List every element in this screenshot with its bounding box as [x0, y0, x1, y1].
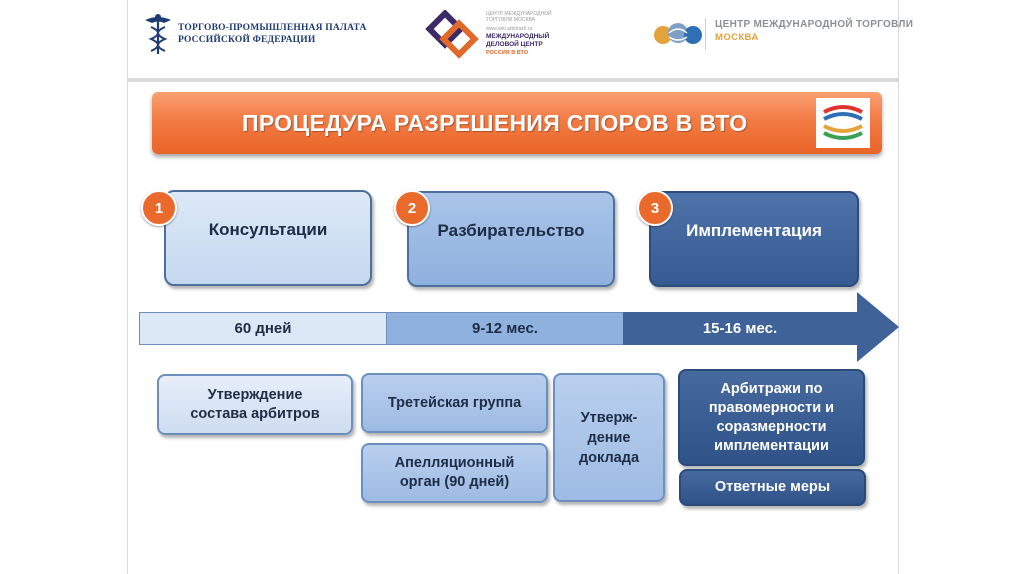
- wto-logo: [816, 98, 870, 148]
- interlocked-squares-icon: [425, 10, 479, 59]
- mdc-small-line-1: ЦЕНТР МЕЖДУНАРОДНОЙ: [486, 11, 552, 17]
- box-countermeasures: Ответные меры: [679, 469, 866, 506]
- box-line: дение: [587, 429, 631, 446]
- box-line: орган (90 дней): [399, 474, 510, 490]
- mdc-small-text: ЦЕНТР МЕЖДУНАРОДНОЙ ТОРГОВЛИ МОСКВА: [486, 11, 552, 23]
- step-number-badge: 2: [394, 190, 430, 226]
- cmt-logo: ЦЕНТР МЕЖДУНАРОДНОЙ ТОРГОВЛИ МОСКВА: [653, 14, 913, 54]
- cmt-title: ЦЕНТР МЕЖДУНАРОДНОЙ ТОРГОВЛИ: [715, 19, 914, 30]
- box-arbitrator-approval: Утверждение состава арбитров: [157, 374, 353, 435]
- box-line: Ответные меры: [714, 479, 831, 495]
- mdc-small-line-2: ТОРГОВЛИ МОСКВА: [486, 17, 535, 23]
- cmt-divider: [705, 18, 706, 50]
- stage-implementation: Имплементация: [649, 191, 859, 287]
- box-line: состава арбитров: [190, 405, 320, 422]
- stage-label: Имплементация: [686, 221, 822, 240]
- box-appellate-body: Апелляционный орган (90 дней): [361, 443, 548, 503]
- stage-label: Разбирательство: [437, 221, 585, 240]
- title-bar: ПРОЦЕДУРА РАЗРЕШЕНИЯ СПОРОВ В ВТО: [152, 92, 882, 154]
- slide: ТОРГОВО-ПРОМЫШЛЕННАЯ ПАЛАТА РОССИЙСКОЙ Ф…: [127, 0, 913, 574]
- tpp-name: ТОРГОВО-ПРОМЫШЛЕННАЯ ПАЛАТА РОССИЙСКОЙ Ф…: [178, 22, 367, 46]
- tpp-line-1: ТОРГОВО-ПРОМЫШЛЕННАЯ ПАЛАТА: [178, 23, 367, 33]
- step-number-badge: 3: [637, 190, 673, 226]
- box-line: имплементации: [714, 437, 829, 454]
- box-line: Третейская группа: [387, 394, 522, 411]
- mdc-logo: ЦЕНТР МЕЖДУНАРОДНОЙ ТОРГОВЛИ МОСКВА www.…: [424, 8, 564, 64]
- caduceus-icon: [145, 14, 171, 54]
- timeline-segment: 15-16 мес.: [623, 312, 857, 345]
- timeline-segment: 60 дней: [139, 312, 387, 345]
- timeline-arrow: 60 дней 9-12 мес. 15-16 мес.: [139, 292, 899, 362]
- box-line: Апелляционный: [394, 455, 515, 471]
- stage-label: Консультации: [208, 220, 328, 239]
- stage-proceedings: Разбирательство: [407, 191, 615, 287]
- tpp-line-2: РОССИЙСКОЙ ФЕДЕРАЦИИ: [178, 35, 316, 45]
- arrow-head-icon: [857, 292, 899, 362]
- mdc-sub-text: РОССИЯ В ВТО: [486, 50, 529, 56]
- box-line: Утверждение: [207, 386, 303, 403]
- box-line: правомерности и: [708, 399, 835, 416]
- tpp-logo: ТОРГОВО-ПРОМЫШЛЕННАЯ ПАЛАТА РОССИЙСКОЙ Ф…: [140, 12, 370, 56]
- globe-trio-icon: [654, 23, 702, 44]
- box-line: Арбитражи по: [720, 380, 823, 397]
- box-line: Утверж-: [580, 409, 638, 426]
- box-line: соразмерности: [716, 418, 827, 435]
- box-compliance-arbitration: Арбитражи по правомерности и соразмернос…: [678, 369, 865, 466]
- timeline-segment: 9-12 мес.: [387, 312, 623, 345]
- mdc-main-text: МЕЖДУНАРОДНЫЙ ДЕЛОВОЙ ЦЕНТР: [486, 33, 549, 49]
- box-panel: Третейская группа: [361, 373, 548, 433]
- box-report-adoption: Утверж- дение доклада: [553, 373, 665, 502]
- mdc-url: www.wto.arbitrazh.ru: [486, 26, 533, 32]
- box-line: доклада: [578, 449, 640, 466]
- page-title: ПРОЦЕДУРА РАЗРЕШЕНИЯ СПОРОВ В ВТО: [242, 110, 748, 136]
- mdc-main-line-2: ДЕЛОВОЙ ЦЕНТР: [486, 41, 543, 48]
- cmt-subtitle: МОСКВА: [715, 32, 759, 43]
- mdc-main-line-1: МЕЖДУНАРОДНЫЙ: [486, 33, 550, 40]
- header-rule: [128, 78, 898, 82]
- step-number-badge: 1: [141, 190, 177, 226]
- header: ТОРГОВО-ПРОМЫШЛЕННАЯ ПАЛАТА РОССИЙСКОЙ Ф…: [128, 0, 913, 78]
- stage-consultations: Консультации: [164, 190, 372, 286]
